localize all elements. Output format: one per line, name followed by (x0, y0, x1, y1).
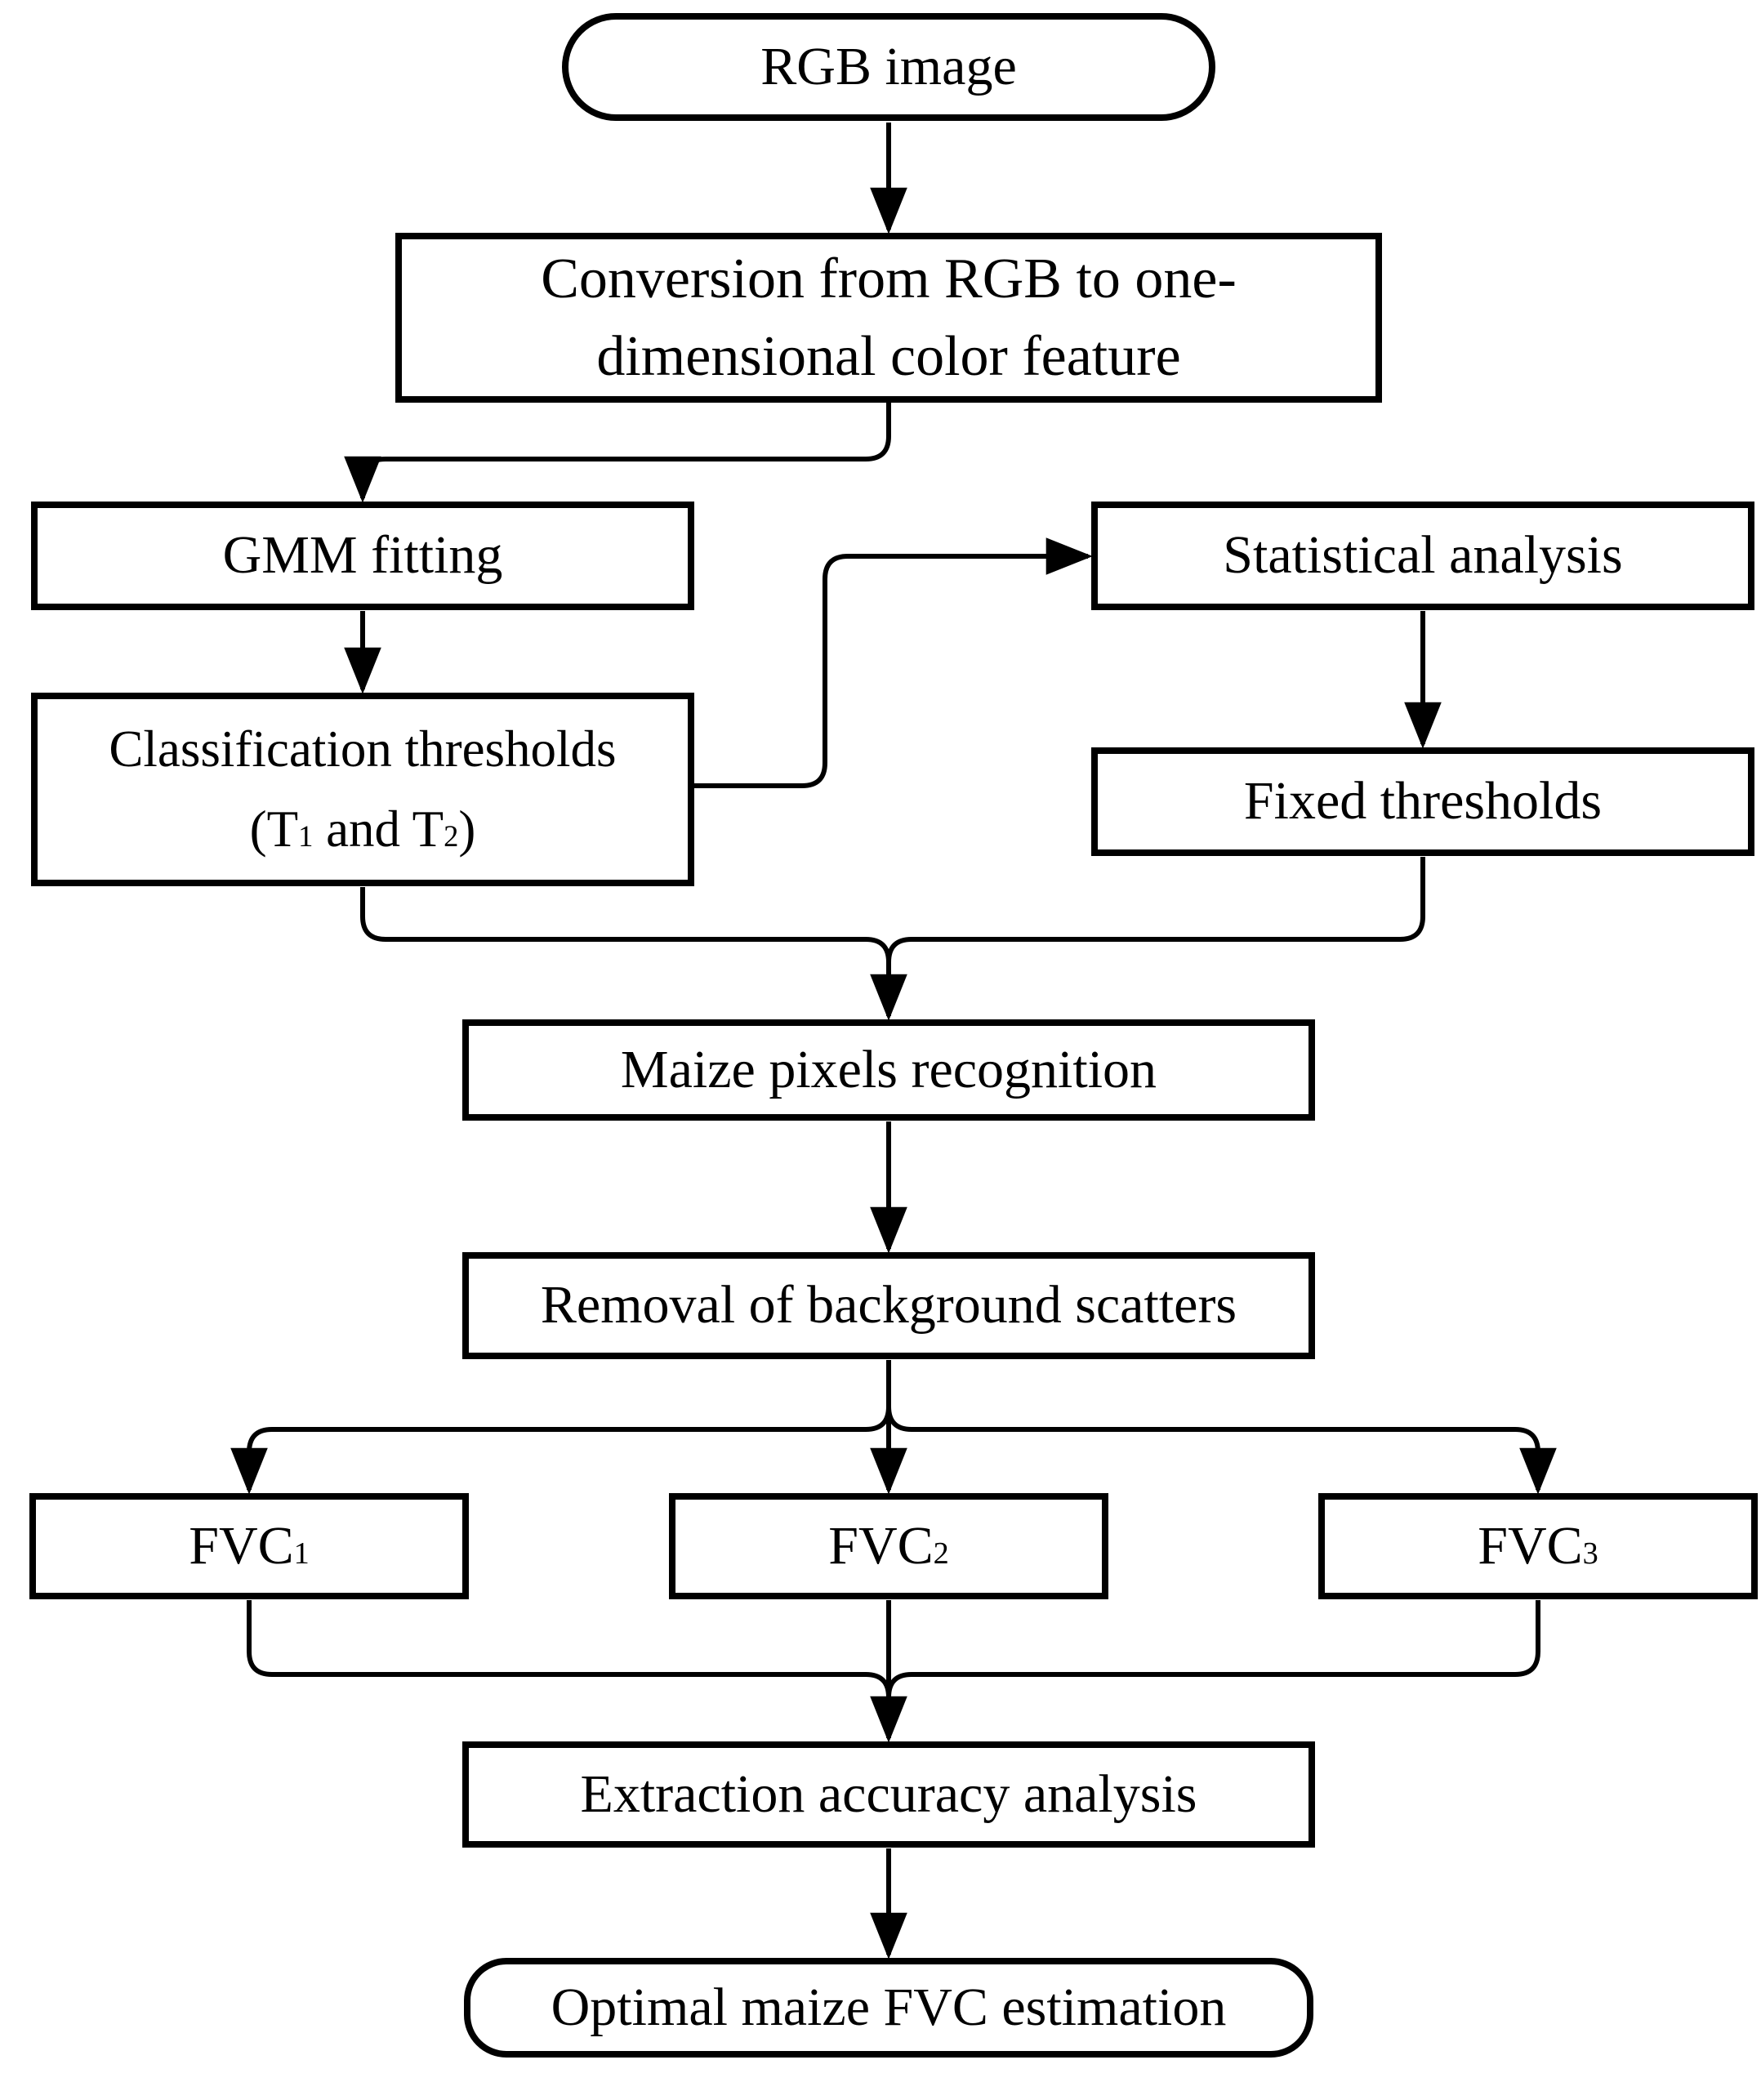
node-fvc2-label: FVC2 (828, 1515, 949, 1576)
node-fvc1-label: FVC1 (189, 1515, 310, 1576)
node-removal-background-scatters: Removal of background scatters (462, 1252, 1315, 1359)
node-gmm-fitting-label: GMM fitting (222, 525, 503, 586)
node-fvc2: FVC2 (669, 1493, 1108, 1599)
arrow-classification-to-statistical (694, 537, 1093, 788)
node-fixed-thresholds-label: Fixed thresholds (1243, 771, 1603, 832)
node-optimal-maize-fvc-estimation: Optimal maize FVC estimation (464, 1958, 1313, 2058)
node-statistical-analysis-label: Statistical analysis (1223, 525, 1623, 586)
node-conversion-label-line1: Conversion from RGB to one- (541, 247, 1237, 310)
node-extraction-accuracy-analysis-label: Extraction accuracy analysis (580, 1763, 1197, 1824)
node-extraction-accuracy-analysis: Extraction accuracy analysis (462, 1741, 1315, 1848)
arrow-conversion-to-gmm (344, 402, 891, 503)
node-fixed-thresholds: Fixed thresholds (1091, 747, 1754, 856)
node-fvc3: FVC3 (1318, 1493, 1758, 1599)
node-fvc3-label: FVC3 (1478, 1515, 1598, 1576)
arrow-removal-to-fvc1 (230, 1406, 891, 1495)
arrow-classification-to-maize (360, 887, 907, 1021)
node-classification-thresholds: Classification thresholds (T1 and T2) (31, 693, 694, 886)
node-removal-background-scatters-label: Removal of background scatters (540, 1275, 1237, 1335)
node-statistical-analysis: Statistical analysis (1091, 502, 1754, 610)
node-optimal-maize-fvc-estimation-label: Optimal maize FVC estimation (551, 1977, 1227, 2037)
arrow-fvc3-to-extraction (886, 1600, 1540, 1698)
arrow-fixed-to-maize (886, 857, 1425, 963)
node-rgb-image-label: RGB image (760, 36, 1017, 96)
arrow-fvc1-to-extraction (247, 1600, 891, 1698)
node-fvc1: FVC1 (29, 1493, 469, 1599)
node-maize-pixels-recognition-label: Maize pixels recognition (620, 1039, 1157, 1099)
node-rgb-image: RGB image (562, 13, 1215, 121)
node-gmm-fitting: GMM fitting (31, 502, 694, 610)
node-maize-pixels-recognition: Maize pixels recognition (462, 1019, 1315, 1121)
arrow-removal-to-fvc3 (886, 1406, 1557, 1495)
node-classification-thresholds-label-line1: Classification thresholds (109, 720, 617, 778)
node-conversion-label-line2: dimensional color feature (596, 325, 1181, 388)
node-conversion: Conversion from RGB to one- dimensional … (395, 233, 1382, 403)
node-classification-thresholds-label-line2: (T1 and T2) (249, 800, 476, 858)
